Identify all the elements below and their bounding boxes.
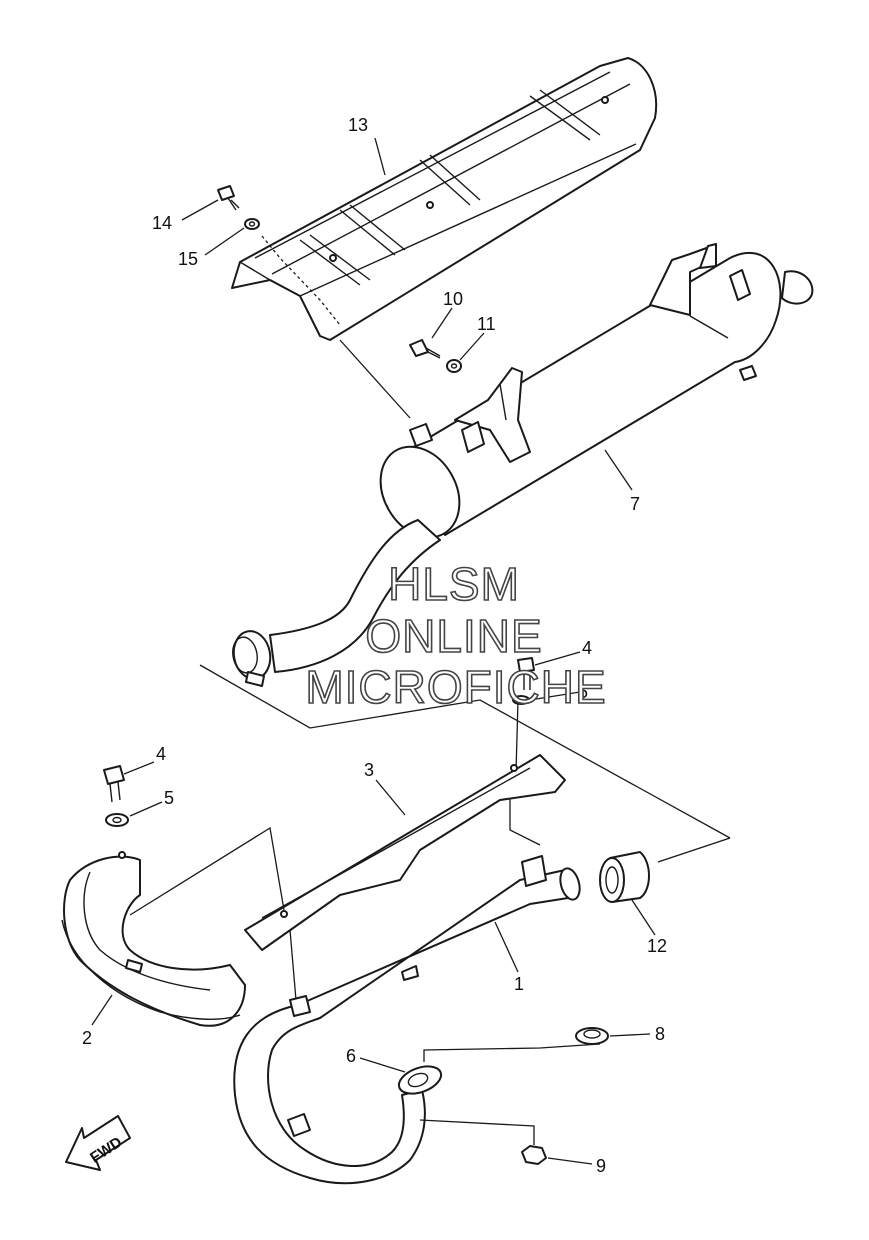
- leader-12: [631, 899, 656, 936]
- leader-4-upper: [534, 651, 581, 666]
- leader-1: [494, 921, 519, 973]
- leader-3: [375, 779, 406, 816]
- callout-1: 1: [514, 974, 524, 994]
- leader-8: [609, 1033, 651, 1037]
- callout-9: 9: [596, 1156, 606, 1176]
- leader-5-upper: [529, 691, 581, 701]
- callout-5-left: 5: [164, 788, 174, 808]
- assembly-line-13-dashed: [261, 235, 341, 326]
- bolt-4-upper: [517, 657, 535, 690]
- callout-7: 7: [630, 494, 640, 514]
- callout-11: 11: [477, 314, 496, 334]
- gasket-8: [575, 1027, 609, 1045]
- watermark-line-2: ONLINE: [365, 610, 542, 662]
- bolt-4-left: [103, 765, 125, 803]
- washer-15: [244, 218, 260, 230]
- assembly-line-9: [419, 1119, 535, 1145]
- callout-4-left: 4: [156, 744, 166, 764]
- leader-13: [374, 137, 386, 176]
- nut-9: [521, 1145, 547, 1165]
- leader-4-left: [123, 761, 155, 775]
- watermark-line-1: HLSM: [388, 558, 520, 610]
- watermark-line-3: MICROFICHE: [305, 661, 606, 713]
- leader-15: [204, 227, 245, 256]
- bolt-14: [217, 185, 240, 211]
- assembly-line-13: [339, 339, 411, 419]
- heat-protector-13: [231, 57, 658, 341]
- washer-11: [446, 359, 462, 373]
- gasket-6: [397, 1065, 443, 1095]
- leader-7: [604, 449, 633, 491]
- assembly-line-4-upper: [515, 699, 519, 773]
- callout-5-upper: 5: [578, 682, 588, 702]
- heat-protector-2: [61, 851, 246, 1027]
- leader-9: [547, 1157, 593, 1165]
- washer-5-upper: [512, 695, 530, 705]
- watermark: HLSM ONLINE MICROFICHE: [305, 557, 607, 714]
- callout-10: 10: [443, 289, 463, 309]
- leader-5-left: [129, 801, 163, 817]
- callout-3: 3: [364, 760, 374, 780]
- assembly-line-3-right: [509, 790, 541, 846]
- callout-4-upper: 4: [582, 638, 592, 658]
- muffler-inlet-pipe: [232, 519, 441, 687]
- leader-10: [431, 307, 453, 339]
- callout-6: 6: [346, 1046, 356, 1066]
- assembly-line-2: [129, 826, 285, 916]
- leader-2: [91, 994, 113, 1026]
- callout-14: 14: [152, 213, 172, 233]
- washer-5-left: [105, 813, 129, 827]
- assembly-line-12: [199, 664, 731, 839]
- leader-14: [181, 199, 219, 221]
- bracket-3: [244, 754, 566, 951]
- assembly-line-12b: [657, 837, 731, 863]
- assembly-line-8: [423, 1043, 601, 1062]
- fwd-arrow-icon: FWD: [65, 1115, 131, 1171]
- callout-12: 12: [647, 936, 667, 956]
- callout-8: 8: [655, 1024, 665, 1044]
- callout-13: 13: [348, 115, 368, 135]
- bolt-10: [409, 339, 441, 359]
- leader-6: [359, 1057, 406, 1073]
- collar-12: [599, 851, 650, 903]
- callout-2: 2: [82, 1028, 92, 1048]
- callout-15: 15: [178, 249, 198, 269]
- muffler-7: [379, 243, 814, 539]
- leader-11: [459, 332, 485, 361]
- assembly-line-3-left: [289, 929, 297, 1001]
